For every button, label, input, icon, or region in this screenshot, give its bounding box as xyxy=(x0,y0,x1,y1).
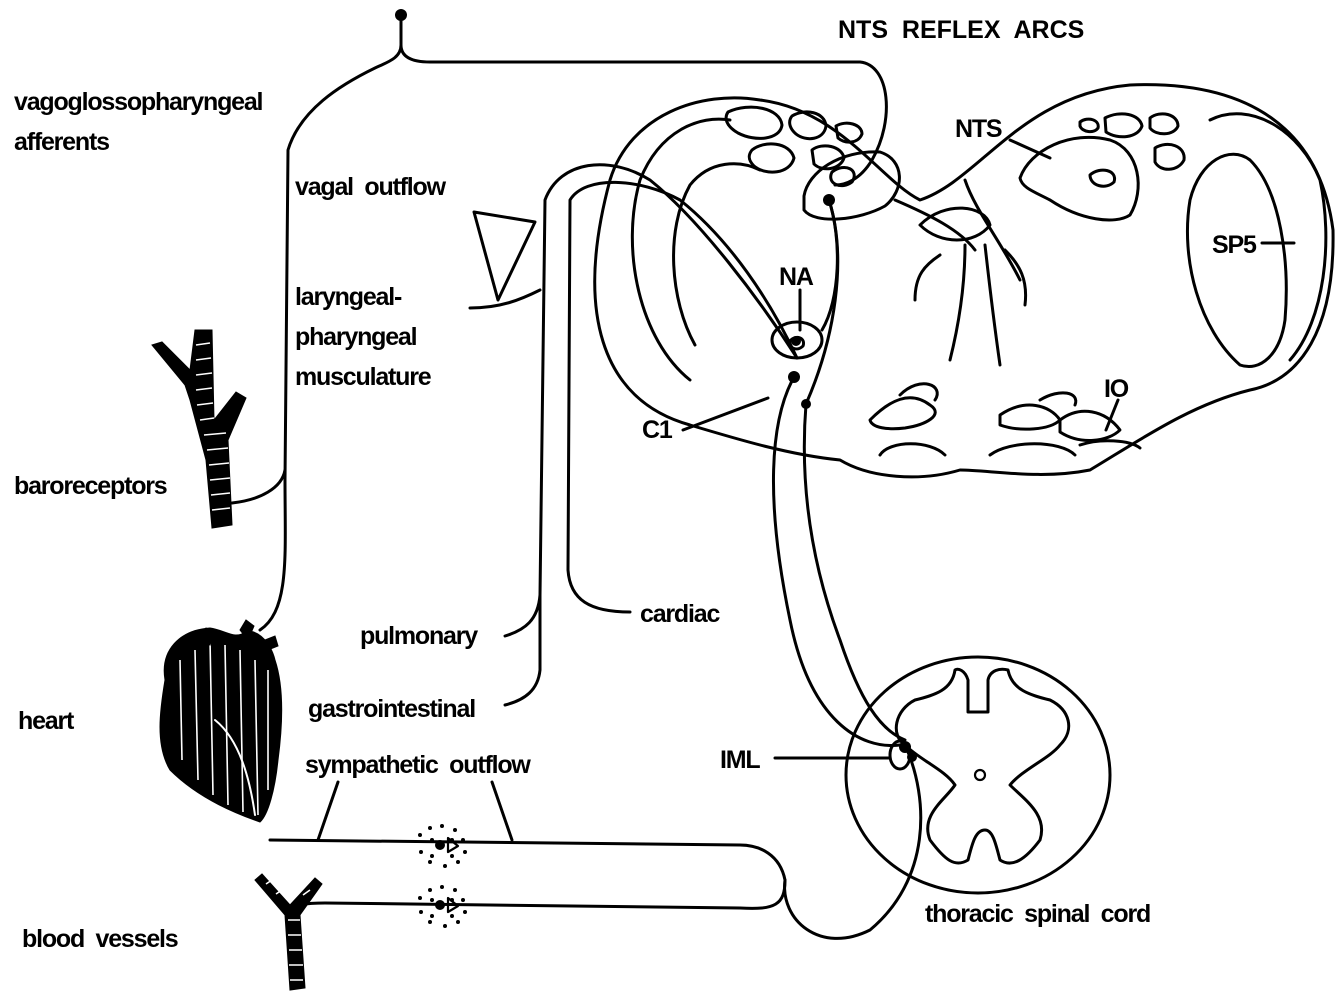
label-c1: C1 xyxy=(642,416,673,444)
diagram-title: NTS REFLEX ARCS xyxy=(838,16,1084,44)
label-pharyngeal: pharyngeal xyxy=(295,323,417,351)
label-na: NA xyxy=(779,263,814,291)
medulla-section xyxy=(595,85,1333,477)
label-pulmonary: pulmonary xyxy=(360,622,478,650)
label-musculature: musculature xyxy=(295,363,432,391)
label-vagal-outflow: vagal outflow xyxy=(295,173,447,201)
heart-icon xyxy=(160,620,282,822)
afferent-pathway xyxy=(232,9,886,630)
label-blood-vessels: blood vessels xyxy=(22,925,178,953)
label-gastrointestinal: gastrointestinal xyxy=(308,695,475,723)
sympathetic-pathway xyxy=(270,377,921,938)
label-sympathetic-outflow: sympathetic outflow xyxy=(305,751,531,779)
label-baroreceptors: baroreceptors xyxy=(14,472,167,500)
label-thoracic-spinal-cord: thoracic spinal cord xyxy=(925,900,1150,928)
label-heart: heart xyxy=(18,707,75,735)
label-afferents: afferents xyxy=(14,128,109,156)
ganglion-upper xyxy=(418,824,467,868)
label-laryngeal: laryngeal- xyxy=(295,283,402,311)
label-nts: NTS xyxy=(955,115,1002,143)
label-vagoglossopharyngeal: vagoglossopharyngeal xyxy=(14,88,263,116)
label-io: IO xyxy=(1104,375,1129,403)
medulla-pathways xyxy=(772,194,838,409)
thoracic-spinal-cord-section xyxy=(846,657,1110,893)
sympathetic-ganglia xyxy=(418,824,467,928)
blood-vessel-icon xyxy=(255,874,322,990)
label-sp5: SP5 xyxy=(1212,231,1257,259)
label-cardiac: cardiac xyxy=(640,600,720,628)
label-iml: IML xyxy=(720,746,760,774)
ganglion-lower xyxy=(418,885,467,928)
